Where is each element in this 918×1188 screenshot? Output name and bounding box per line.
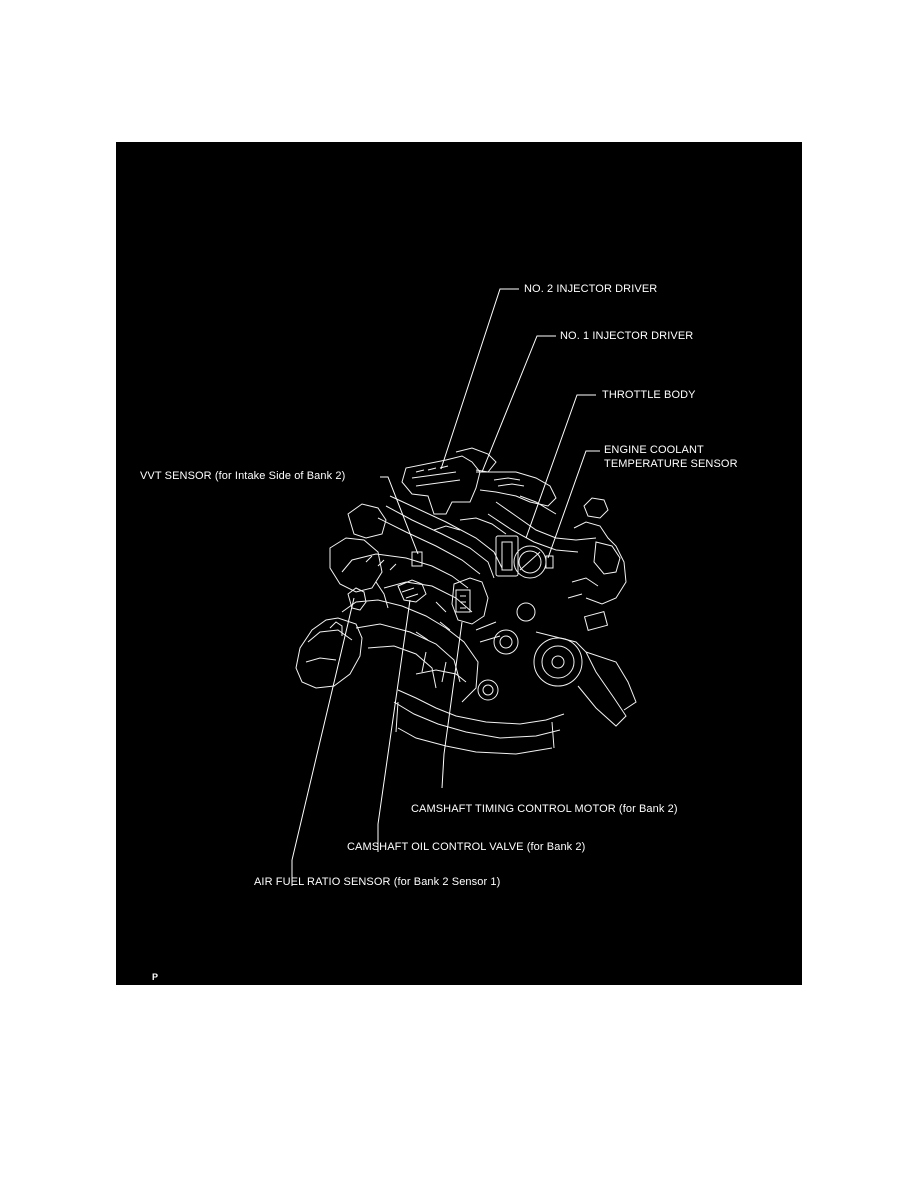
label-no2-injector-driver: NO. 2 INJECTOR DRIVER xyxy=(524,283,658,295)
engine-illustration xyxy=(291,288,637,886)
label-camshaft-timing-control-motor: CAMSHAFT TIMING CONTROL MOTOR (for Bank … xyxy=(411,803,678,815)
engine-drawing xyxy=(295,447,637,755)
label-camshaft-oil-control-valve: CAMSHAFT OIL CONTROL VALVE (for Bank 2) xyxy=(347,841,586,853)
label-engine-coolant-line1: ENGINE COOLANT xyxy=(604,444,704,456)
diagram-panel: NO. 2 INJECTOR DRIVER NO. 1 INJECTOR DRI… xyxy=(116,142,802,985)
label-no1-injector-driver: NO. 1 INJECTOR DRIVER xyxy=(560,330,694,342)
label-air-fuel-ratio-sensor: AIR FUEL RATIO SENSOR (for Bank 2 Sensor… xyxy=(254,876,501,888)
leader-lines xyxy=(291,288,600,886)
label-throttle-body: THROTTLE BODY xyxy=(602,389,696,401)
label-vvt-sensor: VVT SENSOR (for Intake Side of Bank 2) xyxy=(140,470,346,482)
figure-code: P xyxy=(152,972,159,982)
label-engine-coolant-line2: TEMPERATURE SENSOR xyxy=(604,458,738,470)
